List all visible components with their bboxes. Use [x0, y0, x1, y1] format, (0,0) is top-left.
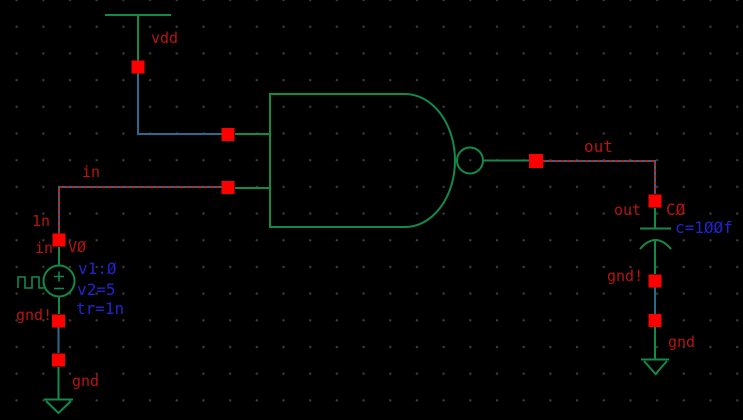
pin-square-gate-input-a[interactable] — [221, 128, 235, 141]
output-bubble-icon — [456, 146, 484, 175]
pin-square-cap-top[interactable] — [648, 194, 662, 208]
vdd-net-label[interactable]: vdd — [151, 29, 179, 47]
pin-square-gate-input-b[interactable] — [221, 181, 235, 194]
pin-square-source-plus[interactable] — [52, 233, 66, 247]
source-property-tr[interactable]: tr=1n — [76, 299, 125, 318]
net-label-out[interactable]: out — [584, 137, 613, 156]
pin-square-source-minus[interactable] — [52, 314, 65, 328]
source-pin-label[interactable]: in — [35, 239, 54, 257]
net-label-in[interactable]: in — [82, 163, 101, 181]
gnd-symbol-left[interactable] — [44, 367, 73, 415]
pin-square-cap-bottom[interactable] — [648, 274, 662, 288]
gnd-symbol-label-left[interactable]: gnd — [72, 372, 100, 390]
nand-gate-symbol[interactable] — [235, 93, 529, 228]
gnd-symbol-right[interactable] — [641, 327, 669, 376]
pin-square-gate-output[interactable] — [529, 154, 543, 168]
wire-net-in[interactable] — [58, 186, 222, 234]
capacitor-symbol[interactable] — [639, 208, 672, 274]
vpulse-source-symbol[interactable] — [17, 247, 76, 314]
wire-net-out[interactable] — [543, 160, 656, 194]
vdd-symbol[interactable] — [105, 14, 171, 61]
plus-icon — [54, 271, 64, 282]
cap-pin-label[interactable]: out — [614, 201, 642, 219]
gnd-symbol-label-right[interactable]: gnd — [668, 333, 696, 351]
gnd-net-label-left[interactable]: gnd! — [16, 306, 53, 324]
source-property-v1[interactable]: v1:Ø — [78, 259, 117, 278]
gnd-net-label-right[interactable]: gnd! — [607, 267, 644, 285]
source-rise-label[interactable]: 1n — [32, 212, 51, 230]
cap-value-label[interactable]: c=1ØØf — [675, 218, 733, 237]
cap-instance-label[interactable]: CØ — [666, 200, 686, 219]
source-property-v2[interactable]: v2=5 — [77, 280, 116, 299]
pulse-waveform-icon — [17, 276, 44, 289]
pin-square-gnd-left[interactable] — [52, 353, 65, 367]
pin-square-gnd-right[interactable] — [648, 314, 662, 327]
source-instance-label[interactable]: VØ — [68, 238, 87, 256]
pin-square-vdd[interactable] — [131, 60, 145, 74]
wire-vdd-to-gate[interactable] — [137, 73, 222, 135]
